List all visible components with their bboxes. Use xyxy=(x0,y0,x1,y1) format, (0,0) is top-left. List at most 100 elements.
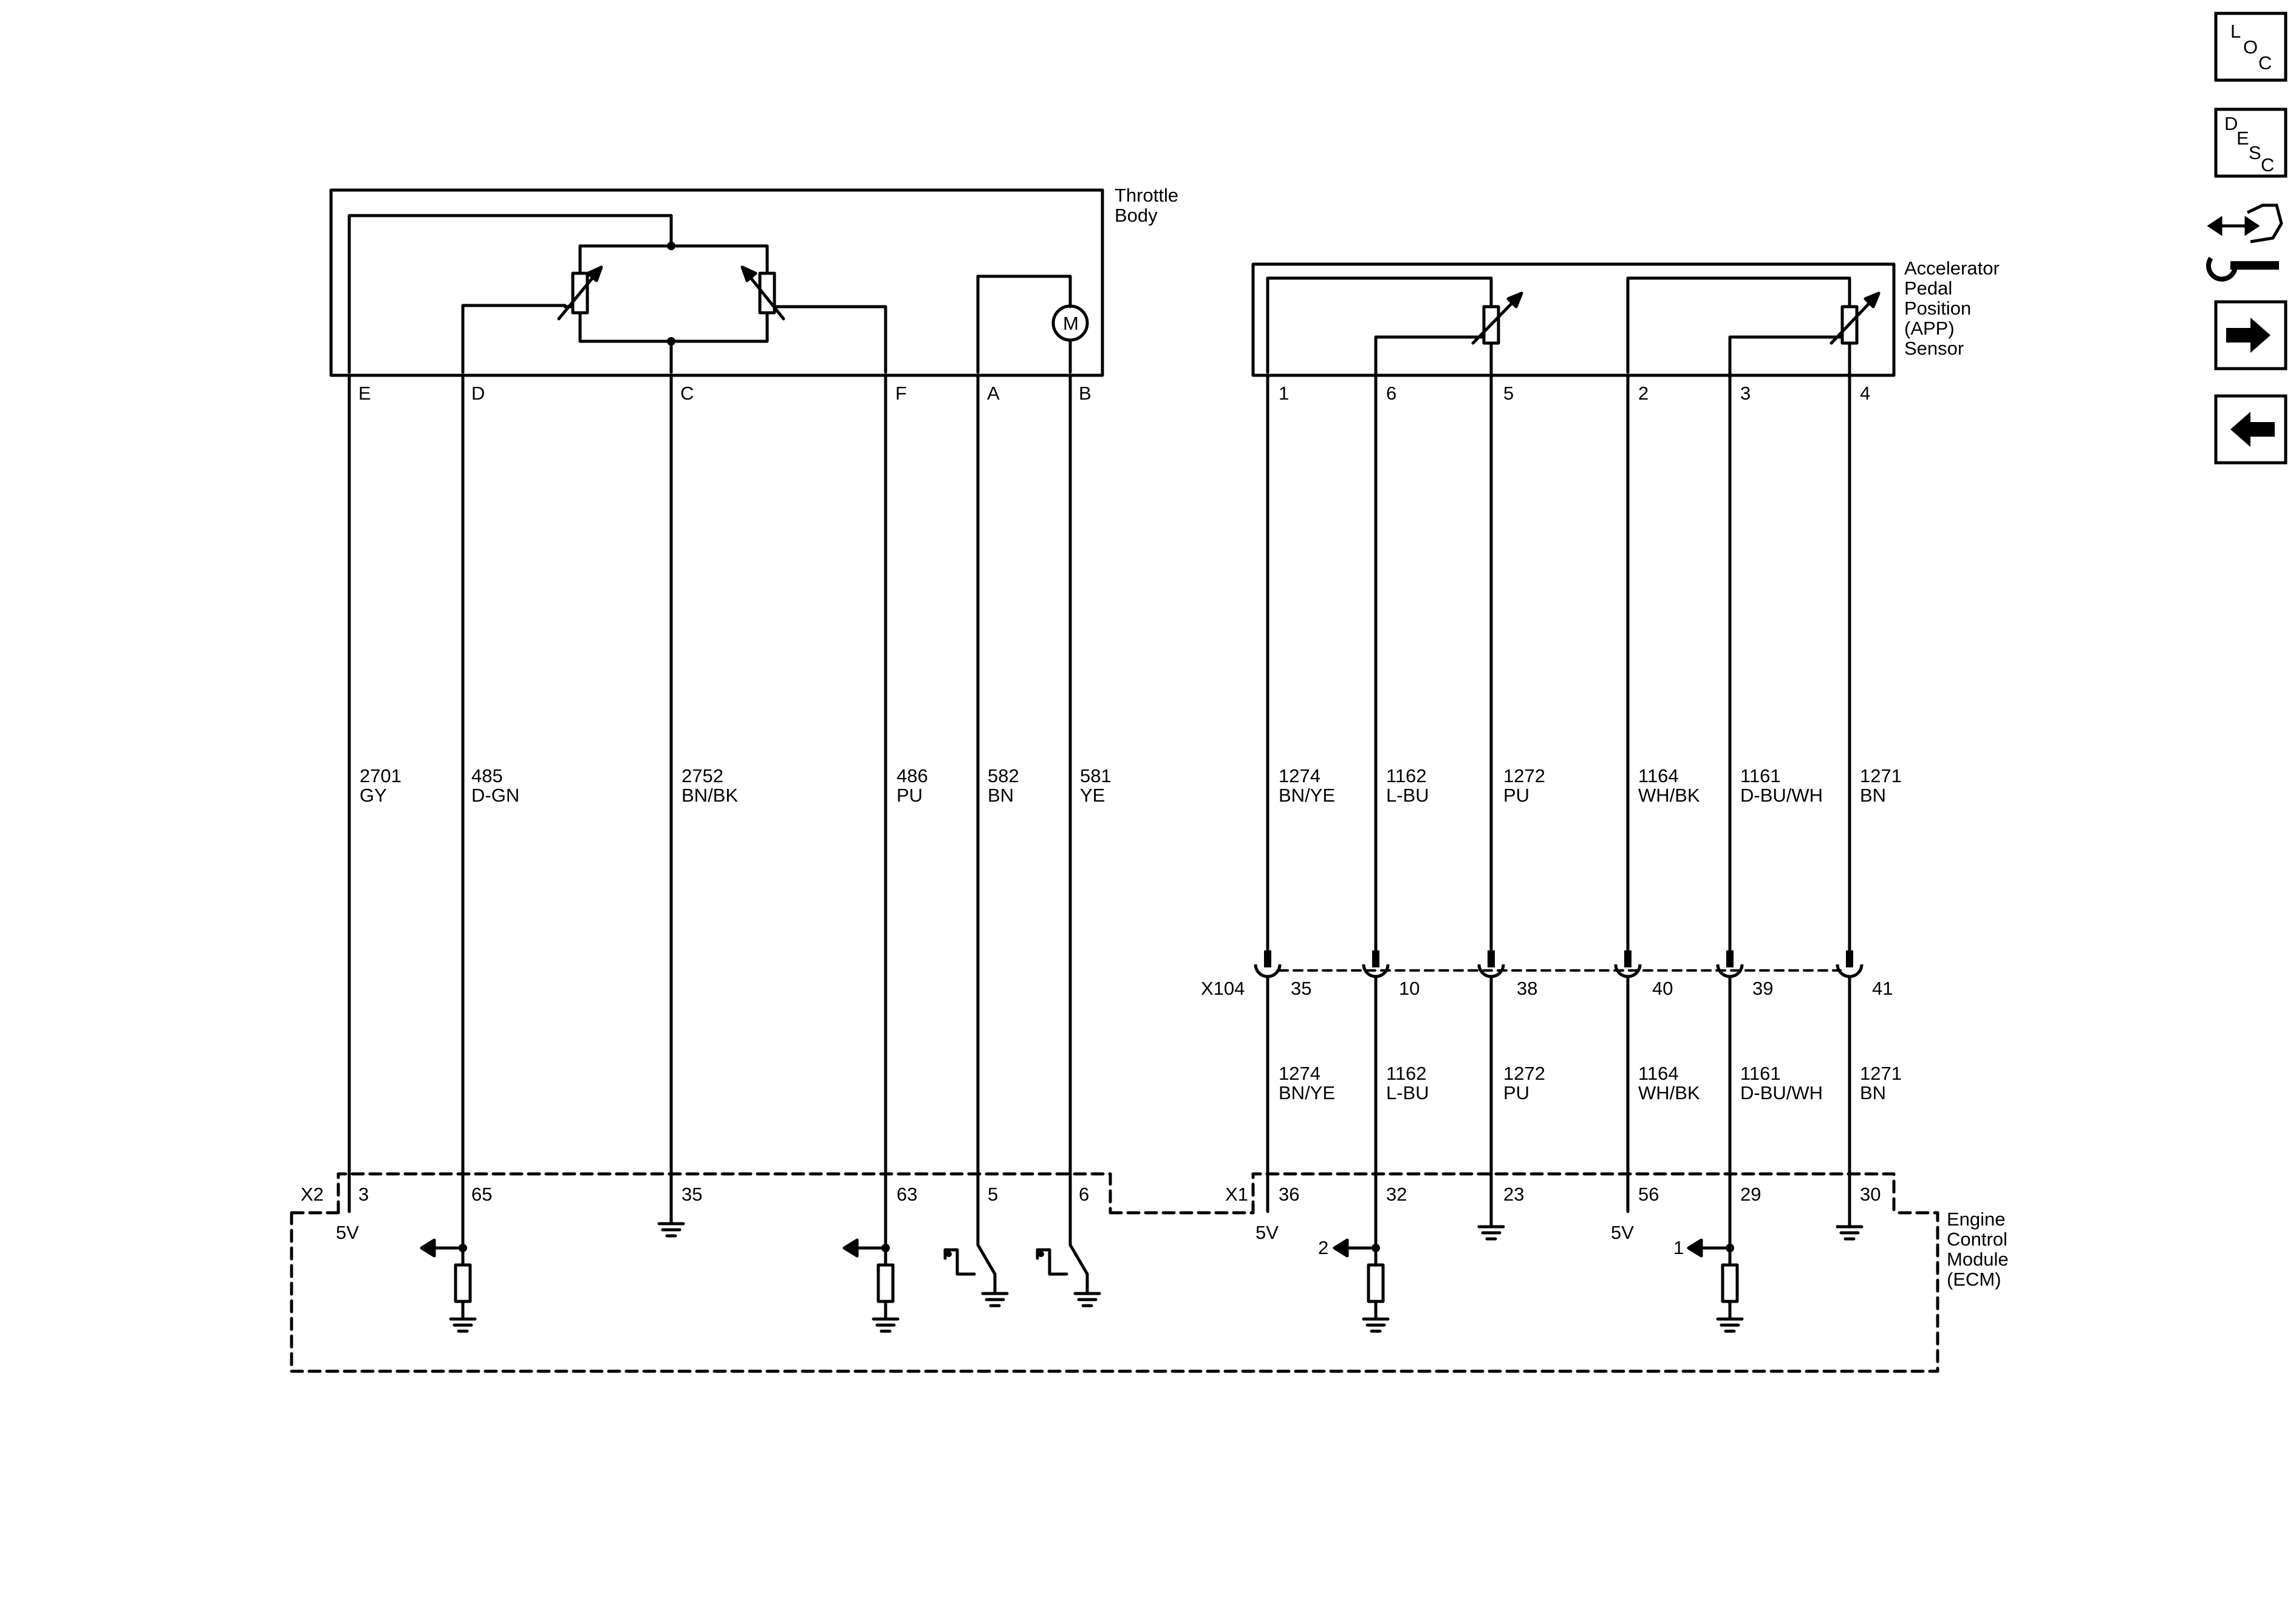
loc-letter: C xyxy=(2258,52,2272,73)
ecm xyxy=(290,1172,1939,1373)
ecm-ground-30 xyxy=(1836,1225,1864,1241)
circuit-number: 1162 xyxy=(1386,1063,1427,1084)
tb-pin-letter: B xyxy=(1079,383,1092,404)
location-button[interactable]: L O C xyxy=(2214,12,2287,82)
tb-pin-letter: D xyxy=(471,383,485,404)
circuit-number: 2701 xyxy=(360,765,401,786)
ecm-motor-driver-6 xyxy=(1036,1243,1101,1307)
connector-repair-icon[interactable] xyxy=(2206,203,2283,282)
ecm-pin: 5 xyxy=(988,1184,998,1205)
x104-terminal xyxy=(1254,950,1282,983)
x104-pin: 39 xyxy=(1752,978,1773,999)
previous-button[interactable] xyxy=(2214,394,2287,465)
desc-letter: D xyxy=(2224,113,2238,134)
throttle-body-label-1: Throttle xyxy=(1115,185,1178,206)
circuit-number: 582 xyxy=(988,765,1019,786)
wire-color: L-BU xyxy=(1386,785,1429,806)
desc-letter: C xyxy=(2261,154,2274,176)
x1-label: X1 xyxy=(1225,1184,1248,1205)
wire-color: WH/BK xyxy=(1638,1082,1700,1103)
x104-terminal xyxy=(1836,950,1864,983)
app-pin-number: 2 xyxy=(1638,383,1649,404)
ecm-pin: 32 xyxy=(1386,1184,1407,1205)
ecm-outline xyxy=(290,1211,1939,1373)
circuit-number: 1271 xyxy=(1860,1063,1902,1084)
wire-color: PU xyxy=(897,785,923,806)
throttle-position-sensor-2 xyxy=(740,265,887,374)
motor-label: M xyxy=(1063,313,1079,334)
wire-color: BN/YE xyxy=(1279,785,1335,806)
x104-pin: 41 xyxy=(1872,978,1893,999)
tb-pin-letter: F xyxy=(895,383,907,404)
throttle-body-box xyxy=(329,188,1104,377)
ecm-pin: 23 xyxy=(1503,1184,1524,1205)
app-sensor-wires xyxy=(1266,373,1630,961)
app-pin-number: 6 xyxy=(1386,383,1396,404)
throttle-motor xyxy=(976,274,1089,374)
wire-color: YE xyxy=(1080,785,1105,806)
ecm-pin: 3 xyxy=(358,1184,369,1205)
description-button[interactable]: D E S C xyxy=(2214,107,2287,178)
app-pin-number: 3 xyxy=(1740,383,1751,404)
ecm-input-29 xyxy=(1687,1238,1744,1333)
ecm-pin: 63 xyxy=(897,1184,917,1205)
circuit-number: 1161 xyxy=(1740,765,1781,786)
app-label-2: Pedal xyxy=(1904,278,1952,299)
ecm-pin: 56 xyxy=(1638,1184,1659,1205)
x104-terminal xyxy=(1362,950,1390,983)
throttle-body xyxy=(329,188,1104,377)
nav-toolbar: L O C D E S C xyxy=(2206,12,2287,465)
ecm-input-65 xyxy=(420,1238,477,1333)
ecm-pin: 6 xyxy=(1079,1184,1089,1205)
wire-color: L-BU xyxy=(1386,1082,1429,1103)
app-label-5: Sensor xyxy=(1904,338,1964,359)
splice-dot xyxy=(667,337,675,346)
circuit-number: 1164 xyxy=(1638,765,1679,786)
wire-color: WH/BK xyxy=(1638,785,1700,806)
x104-label: X104 xyxy=(1201,978,1245,999)
desc-letter: S xyxy=(2249,142,2261,163)
desc-letter: E xyxy=(2236,128,2249,149)
wire-color: PU xyxy=(1503,1082,1529,1103)
wire-color: BN/BK xyxy=(682,785,738,806)
next-arrow-icon xyxy=(2226,318,2270,353)
throttle-position-sensor-1 xyxy=(461,265,603,374)
wire-color: BN xyxy=(988,785,1014,806)
ref-5v-label: 5V xyxy=(336,1222,359,1243)
wire-color: D-BU/WH xyxy=(1740,785,1823,806)
x104-terminal xyxy=(1477,950,1505,983)
app-sensor-box xyxy=(1251,262,1896,377)
x104-pin: 35 xyxy=(1291,978,1311,999)
app-pin-number: 5 xyxy=(1503,383,1514,404)
x104-terminals xyxy=(1254,950,1864,983)
circuit-number: 2752 xyxy=(682,765,723,786)
circuit-number: 1272 xyxy=(1503,765,1545,786)
x104-pin: 40 xyxy=(1652,978,1673,999)
wire-color: BN xyxy=(1860,1082,1886,1103)
x1-connector xyxy=(1251,1172,1896,1215)
wire-color: GY xyxy=(360,785,387,806)
app-label-3: Position xyxy=(1904,298,1971,319)
wire-color: PU xyxy=(1503,785,1529,806)
circuit-number: 1271 xyxy=(1860,765,1902,786)
app-pin-number: 1 xyxy=(1279,383,1289,404)
wire-color: D-BU/WH xyxy=(1740,1082,1823,1103)
ecm-label-3: Module xyxy=(1947,1249,2009,1270)
ref-5v-label: 5V xyxy=(1611,1222,1634,1243)
ecm-ground-35 xyxy=(657,1222,685,1238)
wire-color: BN xyxy=(1860,785,1886,806)
circuit-number: 1272 xyxy=(1503,1063,1545,1084)
next-button[interactable] xyxy=(2214,300,2287,370)
tb-pin-letter: E xyxy=(358,383,371,404)
circuit-number: 581 xyxy=(1080,765,1112,786)
ecm-ground-23 xyxy=(1477,1225,1505,1241)
throttle-body-label-2: Body xyxy=(1115,205,1158,226)
circuit-number: 1161 xyxy=(1740,1063,1781,1084)
tb-pin-letter: C xyxy=(680,383,694,404)
loc-letter: O xyxy=(2243,36,2258,58)
ecm-pin: 30 xyxy=(1860,1184,1881,1205)
circuit-number: 1274 xyxy=(1279,765,1321,786)
ecm-motor-driver-5 xyxy=(943,1243,1009,1307)
circuit-number: 485 xyxy=(471,765,503,786)
